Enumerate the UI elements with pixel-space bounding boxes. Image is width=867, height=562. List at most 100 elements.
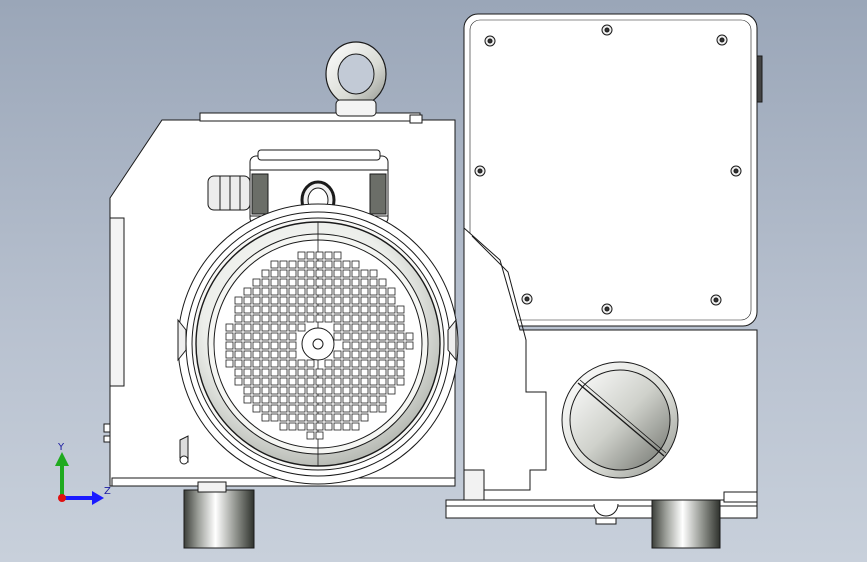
grille-slot	[270, 260, 279, 269]
grille-slot	[369, 296, 378, 305]
grille-slot	[369, 404, 378, 413]
grille-slot	[378, 296, 387, 305]
grille-slot	[279, 278, 288, 287]
grille-slot	[261, 305, 270, 314]
grille-slot	[378, 386, 387, 395]
grille-slot	[351, 413, 360, 422]
grille-slot	[297, 296, 306, 305]
grille-slot	[324, 404, 333, 413]
grille-slot	[351, 296, 360, 305]
grille-slot	[360, 341, 369, 350]
grille-slot	[270, 287, 279, 296]
grille-slot	[369, 314, 378, 323]
grille-slot	[288, 269, 297, 278]
grille-slot	[387, 314, 396, 323]
grille-slot	[378, 287, 387, 296]
fan-cover[interactable]	[195, 221, 441, 467]
grille-slot	[243, 305, 252, 314]
grille-slot	[315, 269, 324, 278]
grille-slot	[333, 251, 342, 260]
grille-slot	[288, 359, 297, 368]
grille-slot	[351, 422, 360, 431]
lifting-eye[interactable]	[325, 41, 387, 117]
grille-slot	[252, 386, 261, 395]
grille-slot	[351, 269, 360, 278]
grille-slot	[234, 305, 243, 314]
grille-slot	[378, 305, 387, 314]
grille-slot	[351, 368, 360, 377]
grille-slot	[297, 359, 306, 368]
grille-slot	[342, 287, 351, 296]
grille-slot	[351, 377, 360, 386]
grille-slot	[396, 323, 405, 332]
grille-slot	[351, 314, 360, 323]
grille-slot	[387, 359, 396, 368]
grille-slot	[234, 314, 243, 323]
grille-slot	[342, 278, 351, 287]
outlet-port[interactable]	[561, 361, 679, 479]
grille-slot	[333, 350, 342, 359]
grille-slot	[369, 332, 378, 341]
grille-slot	[387, 377, 396, 386]
grille-slot	[270, 395, 279, 404]
grille-slot	[270, 305, 279, 314]
grille-slot	[306, 251, 315, 260]
grille-slot	[378, 323, 387, 332]
grille-slot	[306, 431, 315, 440]
grille-slot	[387, 341, 396, 350]
grille-slot	[351, 404, 360, 413]
grille-slot	[396, 368, 405, 377]
grille-slot	[279, 377, 288, 386]
grille-slot	[360, 395, 369, 404]
grille-slot	[270, 377, 279, 386]
grille-slot	[261, 278, 270, 287]
grille-slot	[288, 350, 297, 359]
grille-slot	[270, 278, 279, 287]
grille-slot	[270, 332, 279, 341]
grille-slot	[225, 359, 234, 368]
grille-slot	[324, 422, 333, 431]
grille-slot	[279, 350, 288, 359]
grille-slot	[252, 323, 261, 332]
grille-slot	[225, 341, 234, 350]
grille-slot	[252, 305, 261, 314]
grille-slot	[396, 305, 405, 314]
grille-slot	[333, 377, 342, 386]
grille-slot	[243, 350, 252, 359]
grille-slot	[252, 287, 261, 296]
grille-slot	[351, 395, 360, 404]
grille-slot	[297, 422, 306, 431]
grille-slot	[243, 287, 252, 296]
grille-slot	[270, 341, 279, 350]
grille-slot	[279, 341, 288, 350]
grille-slot	[387, 305, 396, 314]
grille-slot	[369, 359, 378, 368]
grille-slot	[351, 305, 360, 314]
grille-slot	[387, 386, 396, 395]
grille-slot	[306, 422, 315, 431]
grille-slot	[360, 404, 369, 413]
grille-slot	[252, 377, 261, 386]
grille-slot	[333, 314, 342, 323]
grille-slot	[306, 359, 315, 368]
grille-slot	[288, 386, 297, 395]
grille-slot	[360, 332, 369, 341]
grille-slot	[360, 413, 369, 422]
grille-slot	[333, 368, 342, 377]
grille-slot	[324, 395, 333, 404]
grille-slot	[279, 404, 288, 413]
grille-slot	[378, 332, 387, 341]
grille-slot	[378, 278, 387, 287]
pump-model[interactable]	[103, 13, 763, 549]
grille-slot	[378, 368, 387, 377]
grille-slot	[333, 278, 342, 287]
grille-slot	[306, 395, 315, 404]
right-cover-panel[interactable]	[463, 13, 763, 327]
grille-slot	[333, 323, 342, 332]
grille-slot	[333, 386, 342, 395]
grille-slot	[306, 269, 315, 278]
grille-slot	[306, 278, 315, 287]
right-foot	[651, 499, 721, 549]
grille-slot	[261, 386, 270, 395]
